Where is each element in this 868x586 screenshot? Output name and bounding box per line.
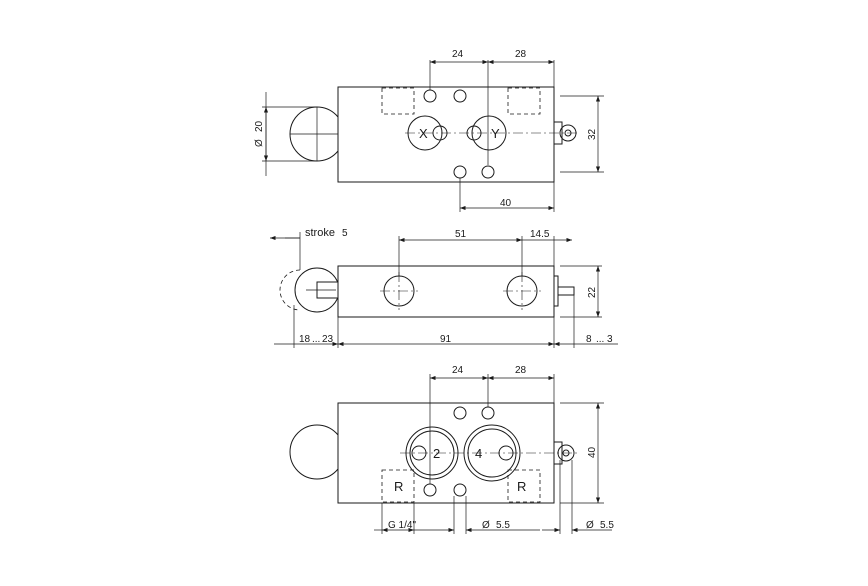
- side-dim-51: 51: [455, 229, 467, 240]
- top-valve-body: [337, 86, 555, 183]
- port-4-label: 4: [475, 446, 482, 461]
- port-r-right-label: R: [517, 479, 526, 494]
- bottom-dia-symbol-right: Ø: [586, 520, 594, 531]
- port-y-label: Y: [491, 126, 500, 141]
- side-dim-91: 91: [440, 334, 452, 345]
- bottom-dim-24: 24: [452, 365, 464, 376]
- side-dim-dots-right: ...: [596, 334, 604, 345]
- side-stroke-label: stroke: [305, 227, 335, 239]
- side-stroke-value: 5: [342, 228, 348, 239]
- port-r-left-label: R: [394, 479, 403, 494]
- side-dim-22: 22: [587, 286, 598, 298]
- bottom-dia-mid: 5.5: [496, 520, 510, 531]
- bottom-dia-right: 5.5: [600, 520, 614, 531]
- port-x-label: X: [419, 126, 428, 141]
- top-dim-diameter-symbol: Ø: [254, 139, 265, 147]
- bottom-dia-symbol-mid: Ø: [482, 520, 490, 531]
- bottom-roller: [289, 424, 345, 480]
- top-dim-32: 32: [587, 128, 598, 140]
- top-dim-28: 28: [515, 49, 527, 60]
- side-dim-14-5: 14.5: [530, 229, 550, 240]
- top-dim-24: 24: [452, 49, 464, 60]
- side-dim-dots-left: ...: [312, 334, 320, 345]
- side-valve-body: [337, 265, 555, 318]
- bottom-thread-label: G 1/4": [388, 520, 416, 531]
- top-view: X Y 24 28 32 40 Ø 20: [254, 49, 604, 212]
- side-dim-3: 3: [607, 334, 613, 345]
- bottom-dim-28: 28: [515, 365, 527, 376]
- port-2-label: 2: [433, 446, 440, 461]
- top-dim-40: 40: [500, 198, 512, 209]
- side-dim-8: 8: [586, 334, 592, 345]
- side-view: stroke 5 51 14.5 22 18 ... 23 91 8 ... 3: [270, 227, 618, 348]
- bottom-dim-40: 40: [587, 446, 598, 458]
- top-dim-diameter-20: 20: [254, 120, 265, 132]
- side-dim-23: 23: [322, 334, 334, 345]
- side-dim-18: 18: [299, 334, 311, 345]
- bottom-view: R R 2 4 24 28 40: [289, 365, 614, 534]
